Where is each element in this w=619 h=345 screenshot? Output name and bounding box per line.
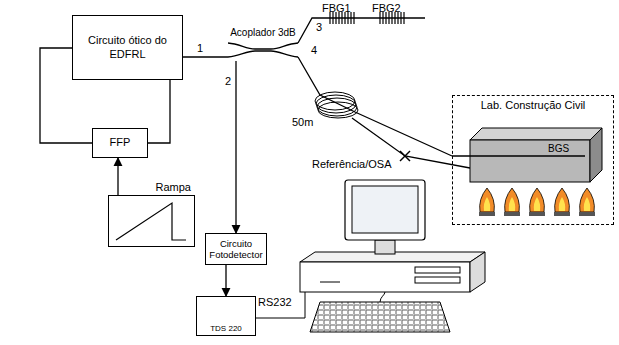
flame-outer	[580, 188, 595, 212]
sensor-label: BGS	[548, 142, 569, 155]
beam-front	[470, 140, 590, 182]
flames	[479, 188, 595, 216]
node-label: Circuito ótico do EDFRL	[77, 34, 178, 60]
fiber-connector	[183, 56, 228, 57]
burner	[529, 212, 545, 216]
node-heading: Rampa	[156, 180, 195, 195]
flame-outer	[480, 188, 495, 212]
monitor-screen	[352, 186, 418, 233]
monitor	[345, 180, 425, 240]
node-label: TDS 220	[210, 324, 242, 334]
port-number: 2	[224, 75, 232, 88]
port-number: 4	[310, 44, 318, 57]
connectors	[40, 48, 452, 296]
flame-inner	[584, 197, 590, 211]
flame-inner	[509, 197, 515, 211]
fiber-connector	[235, 61, 236, 233]
fiber	[298, 18, 425, 43]
beam-top	[470, 128, 602, 140]
burner	[504, 212, 520, 216]
fiber-connector	[148, 80, 170, 143]
beam-side	[590, 128, 602, 182]
coupler: Acoplador 3dB	[228, 26, 298, 61]
flame	[554, 188, 570, 216]
rs232-cable	[256, 292, 305, 318]
coupler-fiber	[228, 51, 298, 57]
grating-mark	[353, 12, 354, 24]
fiber-connector	[117, 158, 118, 195]
ffp-box: FFP	[92, 128, 148, 158]
node-heading: Acoplador 3dB	[230, 26, 296, 39]
node-heading: Lab. Construção Civil	[481, 99, 586, 112]
interface-label: RS232	[258, 296, 292, 309]
splice-mark	[400, 151, 410, 161]
drive-bays	[320, 267, 460, 283]
fiber	[452, 155, 585, 156]
burner	[579, 212, 595, 216]
node-label: FFP	[110, 136, 131, 149]
lab-region: Lab. Construção Civil	[452, 95, 614, 225]
flame-inner	[559, 197, 565, 211]
optical-circuit-box: Circuito ótico do EDFRL	[72, 15, 183, 80]
coupler-fiber	[228, 43, 298, 49]
port-number: 3	[316, 21, 322, 34]
node-label: Circuito Fotodetector	[209, 238, 262, 261]
grating-label: FBG1	[322, 2, 351, 15]
case-side	[470, 252, 485, 292]
flame-outer	[530, 188, 545, 212]
reference-label: Referência/OSA	[312, 158, 391, 171]
flame-inner	[484, 197, 490, 211]
flame	[529, 188, 545, 216]
flame-outer	[555, 188, 570, 212]
grating-mark	[403, 12, 404, 24]
flame	[479, 188, 495, 216]
keyboard	[310, 302, 450, 332]
grating-label: FBG2	[372, 2, 401, 15]
flame-inner	[534, 197, 540, 211]
port-number: 1	[196, 42, 204, 55]
flame	[504, 188, 520, 216]
flame	[579, 188, 595, 216]
length-label: 50m	[292, 116, 313, 129]
sawtooth	[116, 203, 186, 240]
flame-outer	[505, 188, 520, 212]
coupler-body	[228, 39, 298, 61]
fiber-connector	[225, 265, 226, 296]
ramp-frame	[108, 195, 195, 247]
oscilloscope: TDS 220	[196, 296, 256, 336]
burner	[479, 212, 495, 216]
monitor-stand	[375, 240, 395, 254]
keyboard-cable	[380, 292, 385, 302]
fiber-connector	[298, 57, 452, 156]
case-front	[300, 262, 470, 292]
ramp-generator: Rampa	[108, 180, 195, 247]
burner	[554, 212, 570, 216]
photodetector-box: Circuito Fotodetector	[205, 233, 267, 265]
